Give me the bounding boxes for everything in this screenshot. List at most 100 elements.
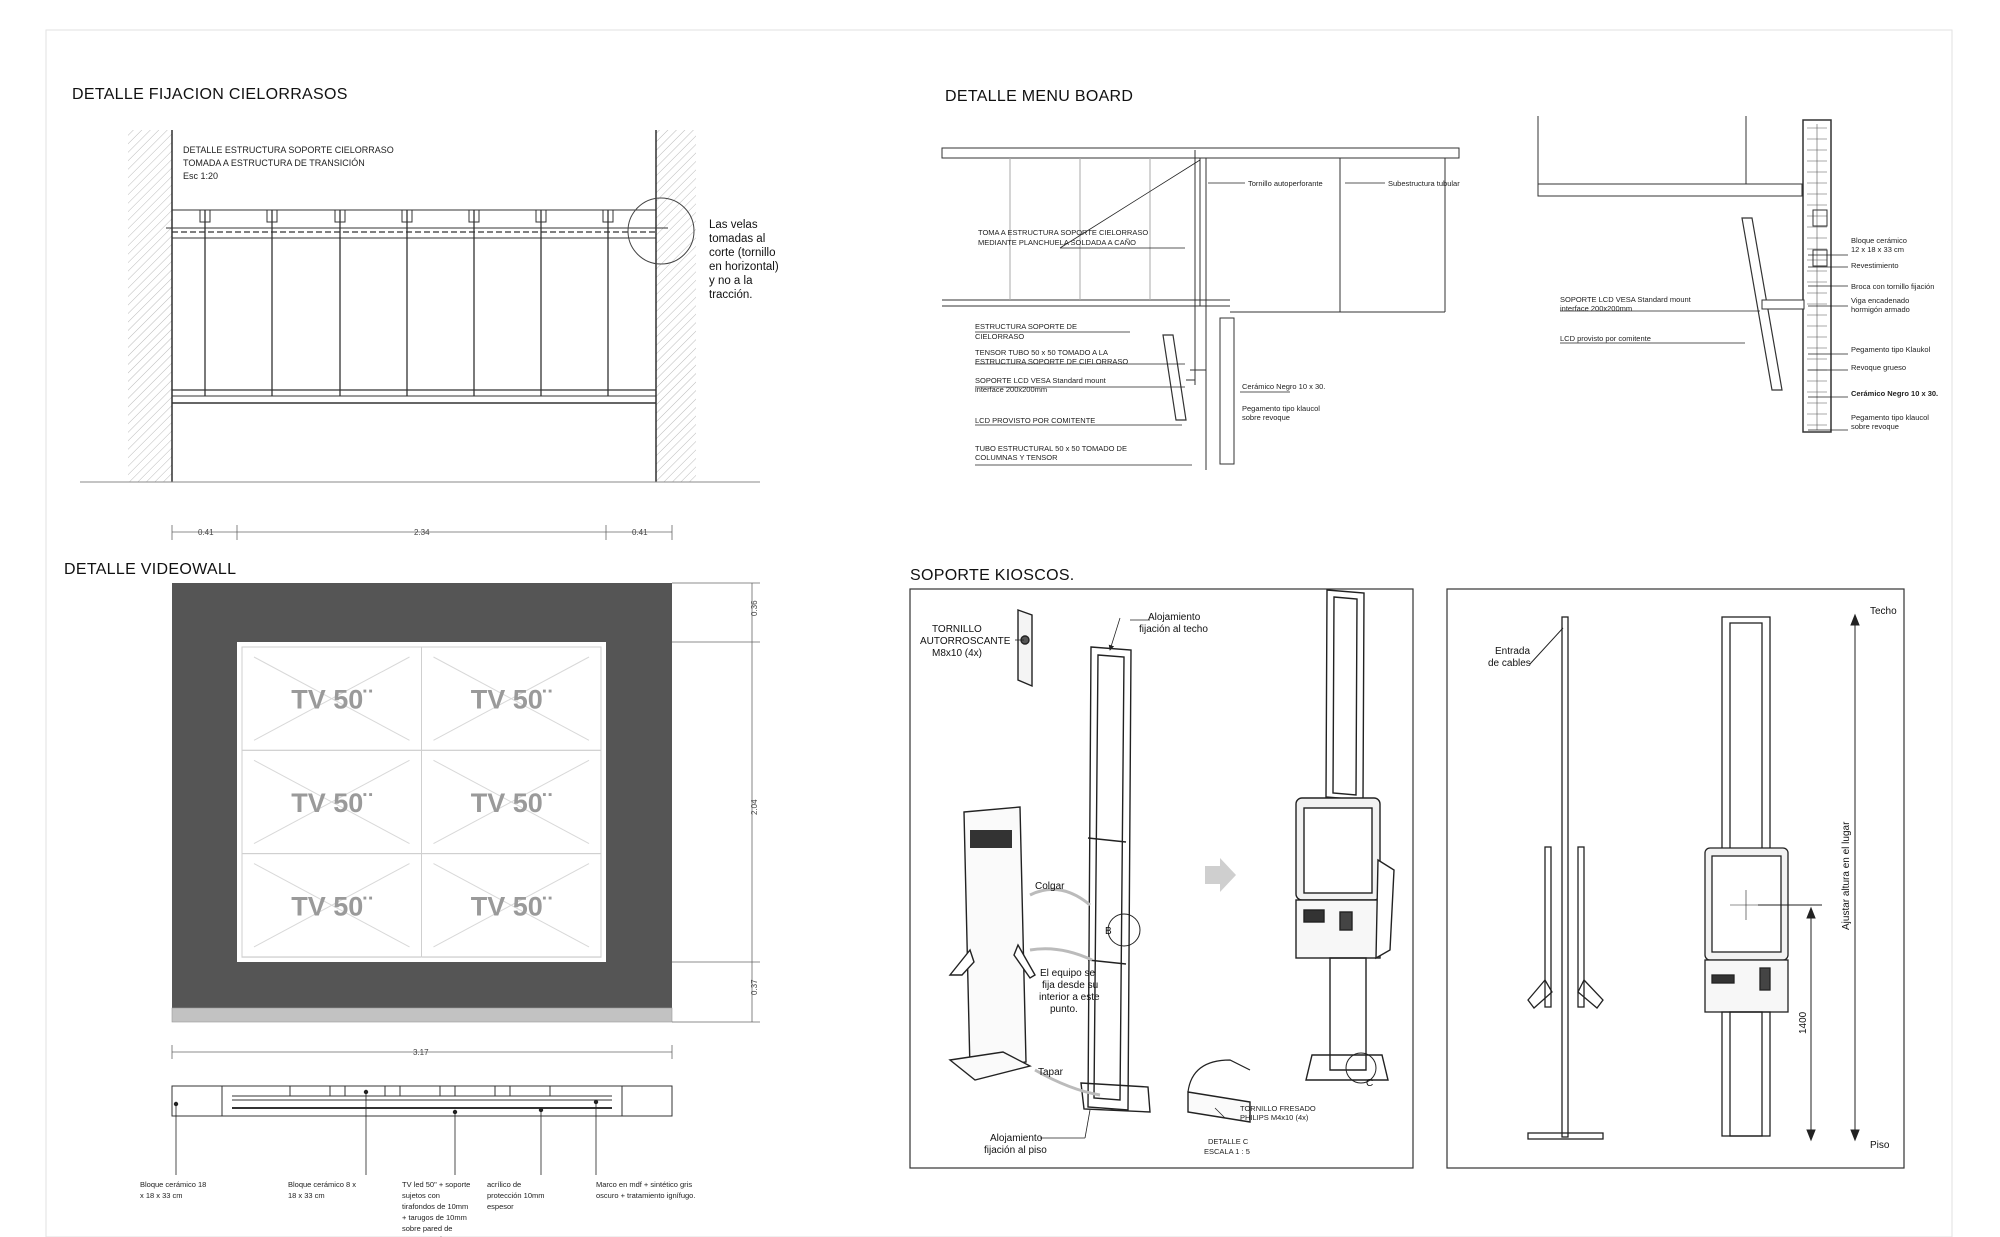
side-note-line-1: Las velas (709, 219, 758, 231)
ceiling-post (334, 209, 346, 396)
tv-screen: TV 50¨ (421, 749, 602, 855)
tv-screen-label: TV 50¨ (471, 788, 552, 818)
plan-section-label: sujetos con (402, 1191, 440, 1200)
side-note-line-3: corte (tornillo (709, 247, 775, 259)
tv-screen-label: TV 50¨ (471, 685, 552, 715)
plan-section-label: TV led 50" + soporte (402, 1180, 470, 1189)
menu-r-label-pegamento: Pegamento tipo Klaukol (1851, 345, 1931, 354)
kiosk-label-tornillo-2: AUTORROSCANTE (920, 636, 1011, 647)
tv-screen: TV 50¨ (241, 646, 422, 751)
ceiling-post (535, 209, 547, 396)
plan-section-label: 18 x 33 cm (288, 1191, 325, 1200)
menu-r-label-pegamento2-2: sobre revoque (1851, 422, 1899, 431)
kiosk-label-techo-1: Alojamiento (1148, 612, 1201, 623)
ceiling-post (266, 209, 278, 396)
kiosk-label-tapar: Tapar (1038, 1067, 1064, 1078)
kiosk-label-techo-right: Techo (1870, 606, 1897, 617)
kiosk-label-cables-2: de cables (1488, 658, 1531, 669)
tv-screen-label: TV 50¨ (291, 891, 372, 921)
cielorraso-note-line-2: TOMADA A ESTRUCTURA DE TRANSICIÓN (183, 158, 365, 168)
hatched-wall-left (128, 130, 172, 482)
plan-section-label: sobre pared de (402, 1224, 452, 1233)
menu-label-soporte-1: SOPORTE LCD VESA Standard mount (975, 376, 1107, 385)
plan-section-label: protección 10mm (487, 1191, 545, 1200)
dim-top-left: 0.41 (198, 528, 214, 537)
menu-r-label-lcd: LCD provisto por comitente (1560, 334, 1651, 343)
dim-side-bottom: 0.37 (750, 979, 759, 995)
menu-label-pegamento-1: Pegamento tipo klaucol (1242, 404, 1320, 413)
detail-circle (627, 197, 695, 265)
section-cielorrasos: DETALLE FIJACION CIELORRASOS DETALLE EST… (72, 86, 779, 483)
menu-label-tornillo: Tornillo autoperforante (1248, 179, 1323, 188)
kiosk-label-techo-2: fijación al techo (1139, 624, 1208, 635)
kiosk-elevation-drawing (1527, 616, 1789, 1140)
menu-label-tubo-2: COLUMNAS Y TENSOR (975, 453, 1058, 462)
tv-screen-label: TV 50¨ (291, 685, 372, 715)
menu-label-ceramico: Cerámico Negro 10 x 30. (1242, 382, 1325, 391)
kiosk-label-equipo-1: El equipo se (1040, 968, 1095, 979)
cielorraso-note-line-1: DETALLE ESTRUCTURA SOPORTE CIELORRASO (183, 145, 394, 155)
ceiling-post (602, 209, 614, 396)
kiosk-label-cables-1: Entrada (1495, 646, 1530, 657)
menu-label-tensor-1: TENSOR TUBO 50 x 50 TOMADO A LA (975, 348, 1108, 357)
menu-label-toma-1: TOMA A ESTRUCTURA SOPORTE CIELORRASO (978, 228, 1148, 237)
kiosk-label-fresado-1: TORNILLO FRESADO (1240, 1104, 1316, 1113)
menu-label-toma-2: MEDIANTE PLANCHUELA SOLDADA A CAÑO (978, 238, 1136, 247)
sheet-border (45, 29, 1953, 1237)
kiosk-label-altura: 1400 (1798, 1011, 1809, 1034)
tv-screen: TV 50¨ (421, 853, 602, 958)
side-note-line-6: tracción. (709, 289, 752, 301)
videowall-plan-section (171, 1085, 673, 1117)
section-menu-board: DETALLE MENU BOARD (941, 88, 1938, 470)
menu-r-label-pegamento2-1: Pegamento tipo klaucol (1851, 413, 1929, 422)
plan-section-label: Bloque cerámico 18 (140, 1180, 206, 1189)
ceiling-frame (166, 209, 668, 404)
menu-r-label-revestimiento: Revestimiento (1851, 261, 1899, 270)
kiosk-label-b: B (1105, 926, 1112, 937)
kiosk-label-equipo-2: fija desde su (1042, 980, 1098, 991)
menu-board-section-detail (1537, 116, 1832, 433)
side-note-line-4: en horizontal) (709, 261, 779, 273)
dim-top-right: 0.41 (632, 528, 648, 537)
menu-r-label-revoque: Revoque grueso (1851, 363, 1906, 372)
ceiling-post (401, 209, 413, 396)
menu-r-label-broca: Broca con tornillo fijación (1851, 282, 1934, 291)
tv-screen-label: TV 50¨ (291, 788, 372, 818)
menu-label-soporte-2: interface 200x200mm (975, 385, 1047, 394)
kiosk-assembly-drawing (948, 589, 1395, 1123)
kiosk-label-fresado-2: PHILIPS M4x10 (4x) (1240, 1113, 1309, 1122)
kiosk-label-equipo-4: punto. (1050, 1004, 1078, 1015)
dim-bottom: 3.17 (413, 1048, 429, 1057)
dim-top-center: 2.34 (414, 528, 430, 537)
menu-board-elevation (941, 147, 1460, 470)
kiosk-label-detalle-2: ESCALA 1 : 5 (1204, 1147, 1250, 1156)
side-note-line-5: y no a la (709, 275, 753, 287)
plan-section-label: tirafondos de 10mm (402, 1202, 468, 1211)
menu-label-pegamento-2: sobre revoque (1242, 413, 1290, 422)
section-title-kioscos: SOPORTE KIOSCOS. (910, 567, 1075, 584)
kiosk-label-c: C (1366, 1078, 1373, 1089)
dim-side-top: 0.36 (750, 600, 759, 616)
menu-r-label-viga-2: hormigón armado (1851, 305, 1910, 314)
kiosk-label-piso-2: fijación al piso (984, 1145, 1047, 1156)
menu-r-label-bloque-2: 12 x 18 x 33 cm (1851, 245, 1904, 254)
tv-screen-label: TV 50¨ (471, 891, 552, 921)
plan-section-label: Marco en mdf + sintético gris (596, 1180, 692, 1189)
plan-section-label: oscuro + tratamiento ignífugo. (596, 1191, 695, 1200)
menu-r-label-bloque-1: Bloque cerámico (1851, 236, 1907, 245)
section-videowall: 0.41 2.34 0.41 DETALLE VIDEOWALL TV 50¨T… (64, 525, 760, 1237)
kiosk-label-colgar: Colgar (1035, 881, 1065, 892)
section-title-cielorrasos: DETALLE FIJACION CIELORRASOS (72, 86, 348, 103)
plan-section-label: x 18 x 33 cm (140, 1191, 183, 1200)
kiosk-label-equipo-3: interior a este (1039, 992, 1100, 1003)
kiosk-label-ajustar: Ajustar altura en el lugar (1841, 821, 1852, 930)
menu-label-tubo-1: TUBO ESTRUCTURAL 50 x 50 TOMADO DE (975, 444, 1127, 453)
side-note-line-2: tomadas al (709, 233, 765, 245)
kiosk-label-detalle-1: DETALLE C (1208, 1137, 1249, 1146)
menu-label-lcd: LCD PROVISTO POR COMITENTE (975, 416, 1095, 425)
plan-section-label: + tarugos de 10mm (402, 1213, 467, 1222)
ceiling-post (468, 209, 480, 396)
menu-r-label-ceramico: Cerámico Negro 10 x 30. (1851, 389, 1938, 398)
menu-r-label-soporte-1: SOPORTE LCD VESA Standard mount (1560, 295, 1692, 304)
